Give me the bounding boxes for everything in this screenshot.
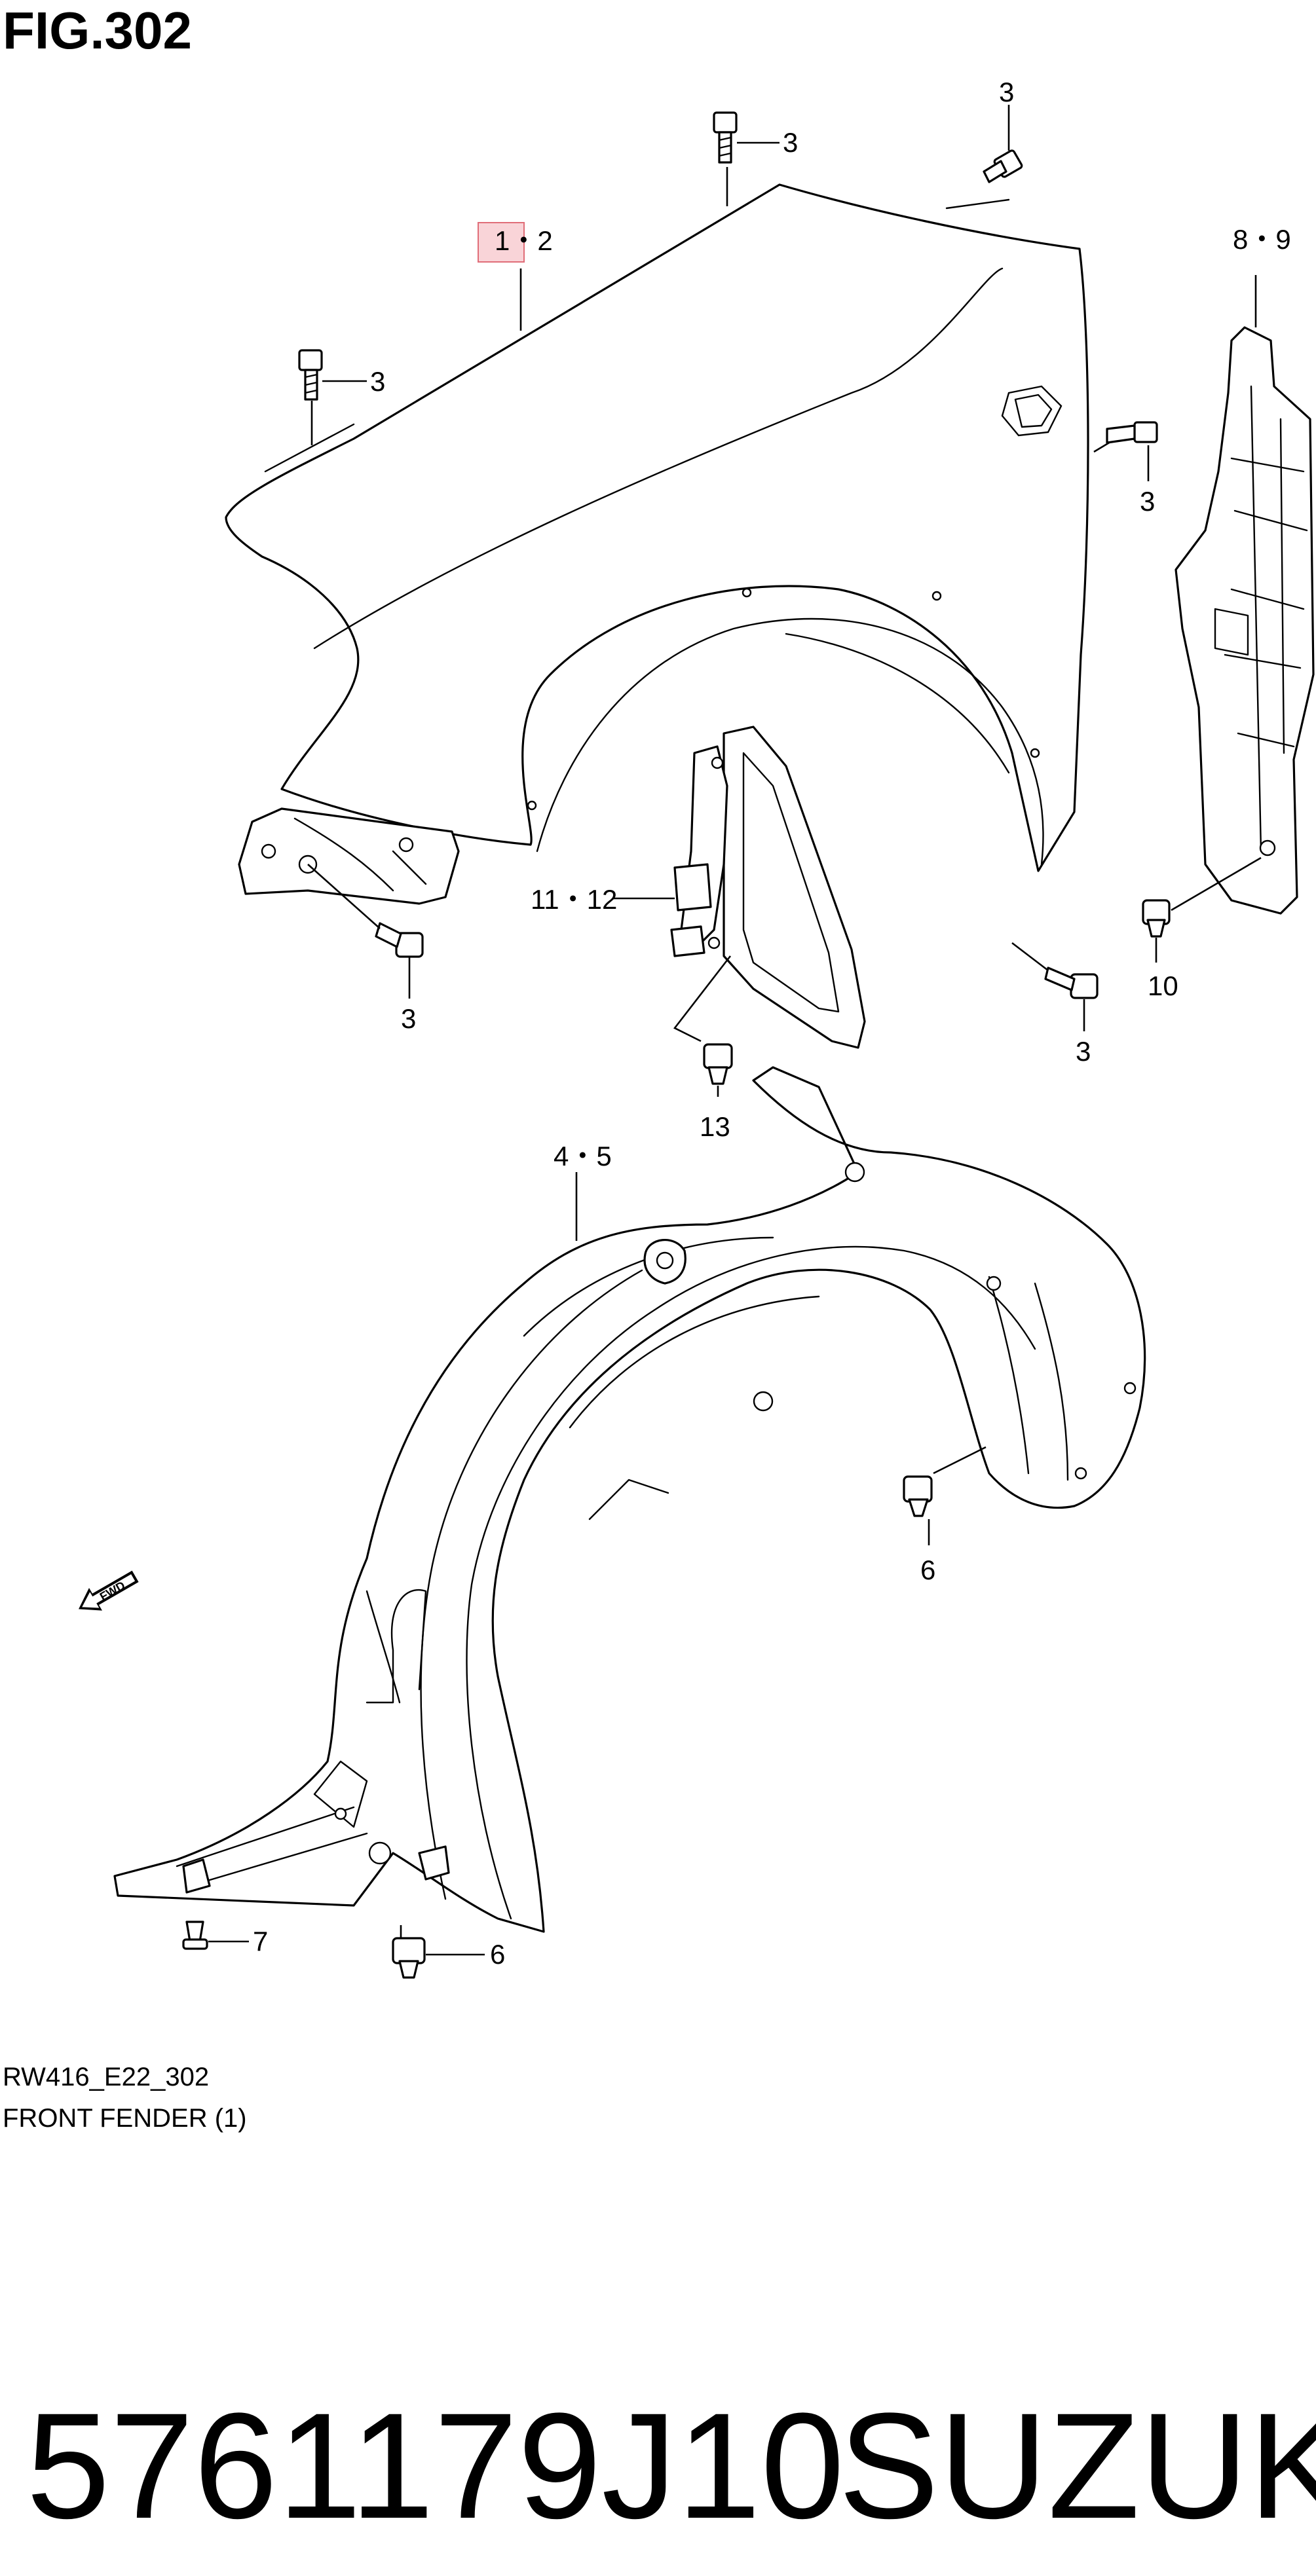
bracket-part: 11・12 bbox=[531, 726, 866, 1049]
front-fender-part bbox=[225, 183, 1089, 905]
bolt-top-right: 3 bbox=[983, 77, 1023, 183]
screw-7-part: 7 bbox=[182, 1921, 268, 1957]
clip-13-part: 13 bbox=[700, 1043, 733, 1142]
figure-caption: FRONT FENDER (1) bbox=[3, 2104, 247, 2133]
callout-bracket: 11・12 bbox=[531, 884, 617, 915]
clip-6a-part: 6 bbox=[903, 1446, 987, 1585]
callout-inner-fender: 4・5 bbox=[554, 1141, 612, 1171]
fender-liner-part: 8・9 bbox=[1175, 224, 1315, 915]
part-number: 5761179J10 bbox=[26, 2382, 844, 2550]
highlight-box bbox=[478, 222, 525, 263]
brand-name: SUZUKI bbox=[838, 2382, 1316, 2550]
callout-3-top-left: 3 bbox=[370, 366, 385, 397]
callout-13: 13 bbox=[700, 1111, 730, 1142]
clip-6b-part: 6 bbox=[392, 1925, 505, 1979]
callout-3-top-center: 3 bbox=[783, 127, 798, 158]
callout-3-bottom-right: 3 bbox=[1076, 1036, 1091, 1067]
callout-6a: 6 bbox=[920, 1555, 935, 1585]
callout-liner: 8・9 bbox=[1233, 224, 1291, 255]
clip-10-part: 10 bbox=[1142, 856, 1262, 1001]
figure-title: FIG.302 bbox=[3, 1, 192, 60]
figure-code: RW416_E22_302 bbox=[3, 2063, 209, 2091]
bolt-right: 3 bbox=[1093, 421, 1158, 517]
callout-3-top-right: 3 bbox=[999, 77, 1014, 107]
forward-arrow-icon: FWD bbox=[79, 1570, 139, 1611]
bolt-bottom-right: 3 bbox=[1011, 942, 1099, 1067]
callout-7: 7 bbox=[253, 1926, 268, 1957]
callout-fender[interactable]: 1・2 bbox=[478, 222, 553, 331]
bolt-top-center: 3 bbox=[713, 111, 798, 206]
inner-fender-part: 4・5 bbox=[113, 1066, 1146, 1933]
bolt-bottom-left: 3 bbox=[307, 864, 424, 1034]
callout-3-right: 3 bbox=[1140, 486, 1155, 517]
callout-10: 10 bbox=[1148, 970, 1178, 1001]
callout-3-bottom-left: 3 bbox=[401, 1003, 416, 1034]
callout-label: 1・2 bbox=[495, 225, 553, 256]
callout-6b: 6 bbox=[490, 1939, 505, 1970]
bolt-top-left: 3 bbox=[298, 349, 385, 445]
